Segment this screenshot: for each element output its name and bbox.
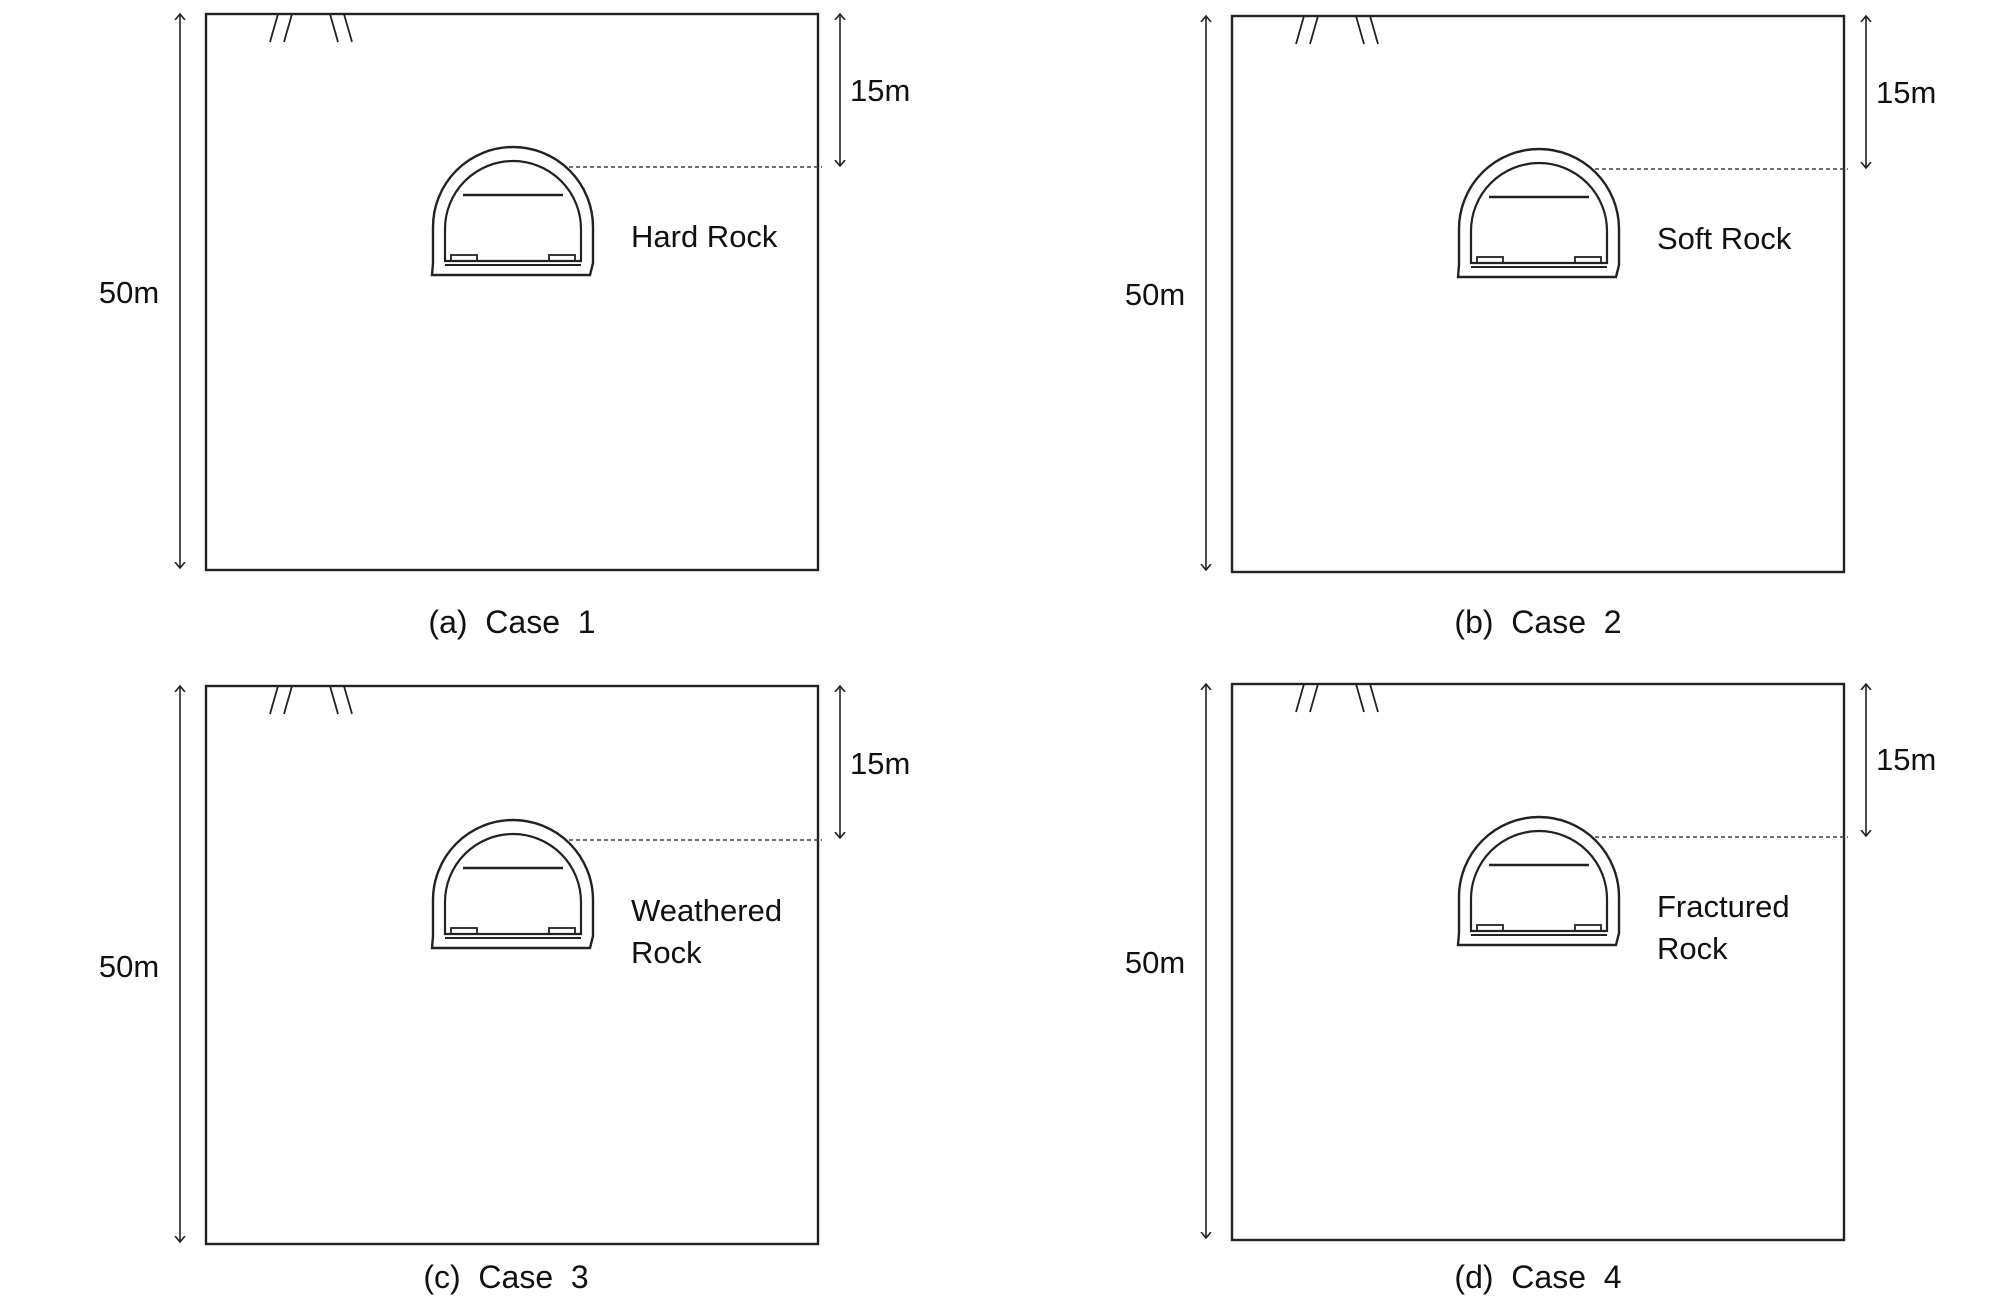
depth-label: 50m (1125, 277, 1185, 312)
panel-caption: (c) Case 3 (423, 1259, 588, 1295)
ground-boundary (1230, 14, 1846, 574)
rock-type-label: Soft Rock (1657, 221, 1792, 256)
ground-surface-hatch (269, 13, 353, 43)
panel-caption: (b) Case 2 (1454, 604, 1621, 640)
depth-label: 50m (99, 949, 159, 984)
panel-caption: (d) Case 4 (1454, 1259, 1621, 1295)
cover-label: 15m (1876, 742, 1936, 777)
rock-type-label: Hard Rock (631, 219, 778, 254)
ground-surface-hatch (1295, 15, 1379, 45)
ground-surface-hatch (269, 685, 353, 715)
cover-label: 15m (850, 746, 910, 781)
panel-case-2: 50m 15m Soft Rock (b) Case 2 (1125, 16, 1936, 640)
ground-boundary (204, 684, 820, 1246)
rock-type-label-line-1: Weathered (631, 893, 782, 928)
panel-case-1: 50m 15m Hard Rock (a) Case 1 (99, 14, 910, 640)
depth-label: 50m (1125, 945, 1185, 980)
rock-type-label-line-2: Rock (631, 935, 702, 970)
tunnel-section (430, 145, 595, 277)
panel-case-3: 50m 15m Weathered Rock (c) Case 3 (99, 686, 910, 1295)
panel-case-4: 50m 15m Fractured Rock (d) Case 4 (1125, 684, 1936, 1295)
tunnel-section (1456, 147, 1621, 279)
panel-caption: (a) Case 1 (428, 604, 595, 640)
cover-label: 15m (850, 73, 910, 108)
ground-boundary (1230, 682, 1846, 1242)
cover-label: 15m (1876, 75, 1936, 110)
tunnel-section (430, 818, 595, 950)
tunnel-section (1456, 815, 1621, 947)
depth-label: 50m (99, 275, 159, 310)
ground-surface-hatch (1295, 683, 1379, 713)
rock-type-label-line-1: Fractured (1657, 889, 1790, 924)
rock-type-label-line-2: Rock (1657, 931, 1728, 966)
ground-boundary (204, 12, 820, 572)
